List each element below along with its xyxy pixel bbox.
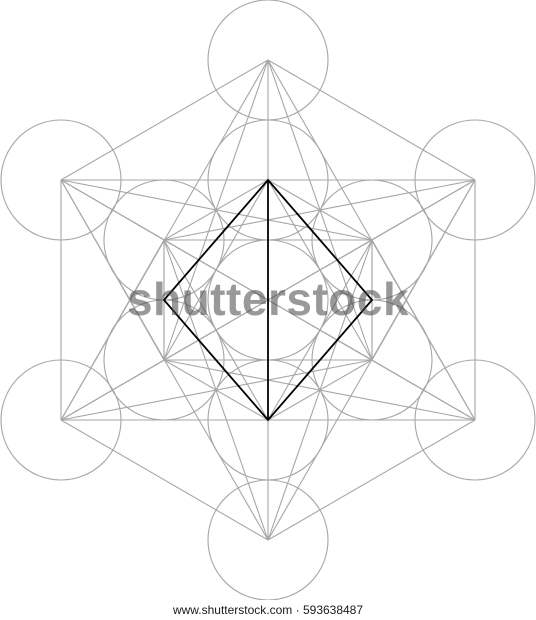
construction-line — [163, 179, 269, 241]
construction-line — [371, 179, 476, 241]
construction-line — [267, 179, 373, 241]
construction-line — [163, 359, 269, 421]
construction-line — [60, 359, 165, 421]
octahedron-group — [162, 178, 374, 422]
construction-line — [60, 59, 269, 181]
metatrons-cube-figure — [0, 0, 536, 600]
construction-line — [60, 179, 165, 361]
footer-credit: www.shutterstock.com · 593638487 — [0, 600, 536, 620]
construction-line — [267, 419, 476, 541]
construction-line — [60, 239, 165, 421]
construction-line — [371, 179, 476, 361]
construction-line — [60, 179, 165, 241]
construction-line — [371, 359, 476, 421]
line-group — [60, 59, 476, 541]
construction-line — [267, 359, 373, 421]
artwork-canvas: shutterstock — [0, 0, 536, 600]
construction-line — [267, 59, 476, 181]
construction-line — [60, 419, 269, 541]
construction-line — [371, 239, 476, 421]
